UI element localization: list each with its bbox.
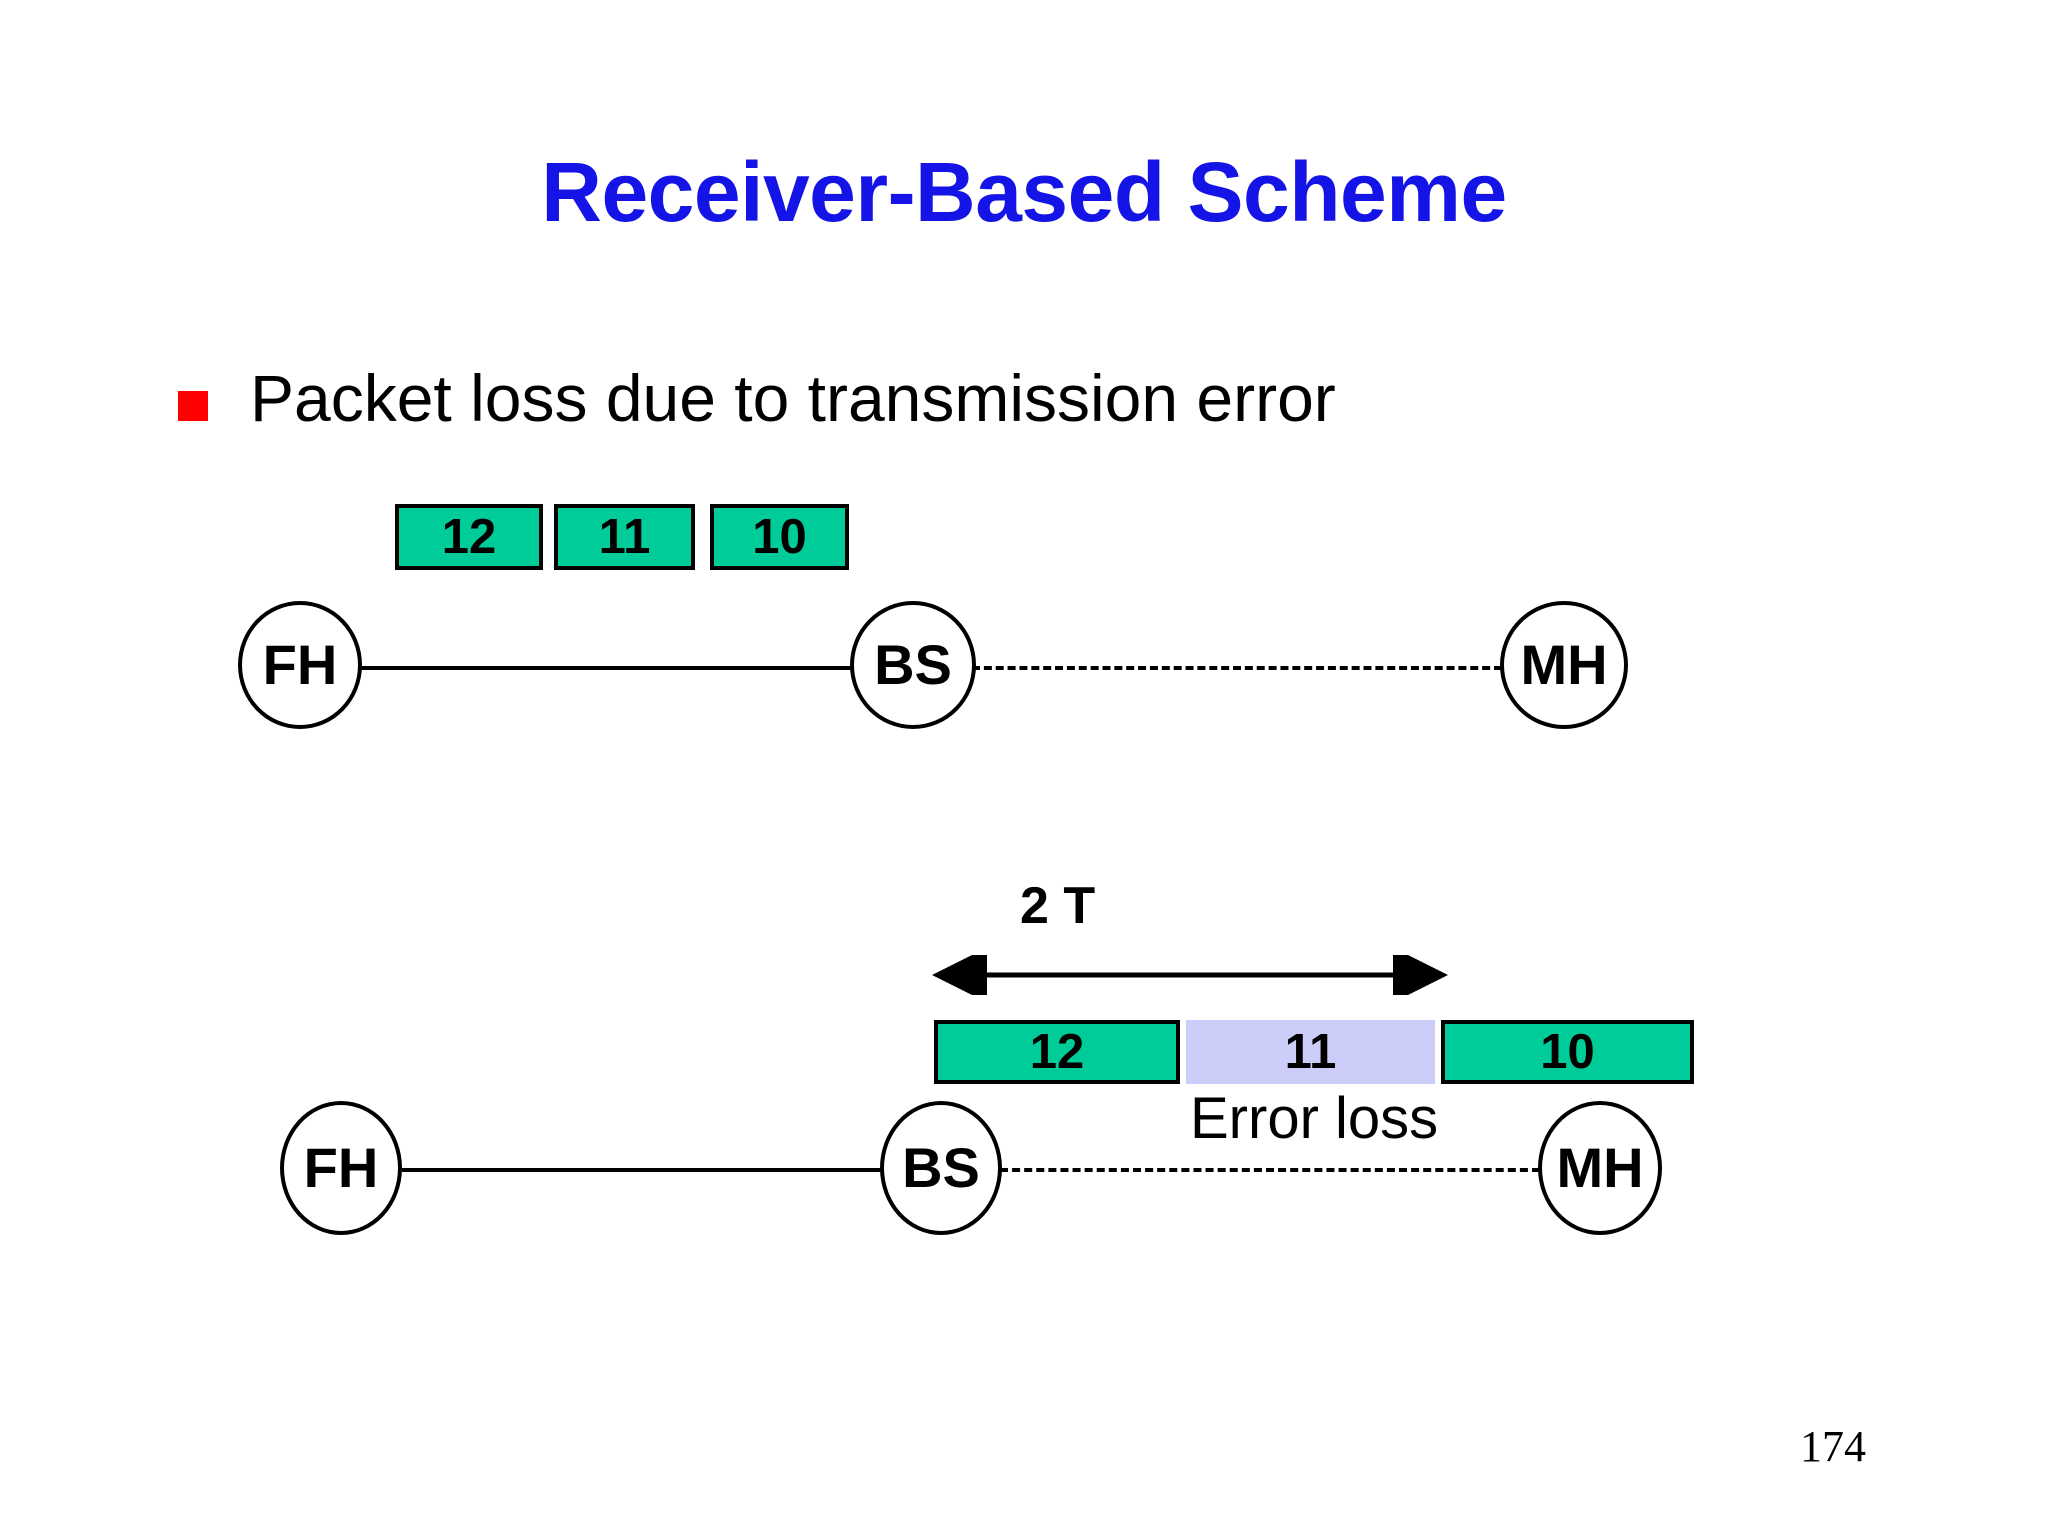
packet-box-10-received: 10	[1441, 1020, 1694, 1084]
node-fh: FH	[238, 601, 362, 729]
measure-label-2t: 2 T	[1020, 877, 1096, 935]
page-number: 174	[1800, 1422, 1866, 1471]
link-bs-mh	[972, 666, 1502, 670]
packet-box-11-lost: 11	[1186, 1020, 1435, 1084]
packet-box-11: 11	[554, 504, 695, 570]
page-title: Receiver-Based Scheme	[541, 145, 1507, 239]
measure-arrow-2t	[930, 947, 1450, 1003]
error-loss-annotation: Error loss	[1190, 1086, 1439, 1151]
double-headed-arrow-icon	[932, 947, 1448, 1003]
link-fh-bs-bottom	[402, 1168, 892, 1172]
node-mh: MH	[1500, 601, 1628, 729]
packet-box-10: 10	[710, 504, 849, 570]
packet-box-12: 12	[395, 504, 543, 570]
node-fh-bottom: FH	[280, 1101, 402, 1235]
link-fh-bs	[358, 666, 868, 670]
link-bs-mh-bottom	[1000, 1168, 1540, 1172]
packet-box-12-received: 12	[934, 1020, 1180, 1084]
bullet-list-item: Packet loss due to transmission error	[178, 365, 1336, 431]
bullet-square-icon	[178, 391, 208, 421]
node-mh-bottom: MH	[1538, 1101, 1662, 1235]
node-bs-bottom: BS	[880, 1101, 1002, 1235]
bullet-item-label: Packet loss due to transmission error	[250, 361, 1336, 435]
node-bs: BS	[850, 601, 976, 729]
